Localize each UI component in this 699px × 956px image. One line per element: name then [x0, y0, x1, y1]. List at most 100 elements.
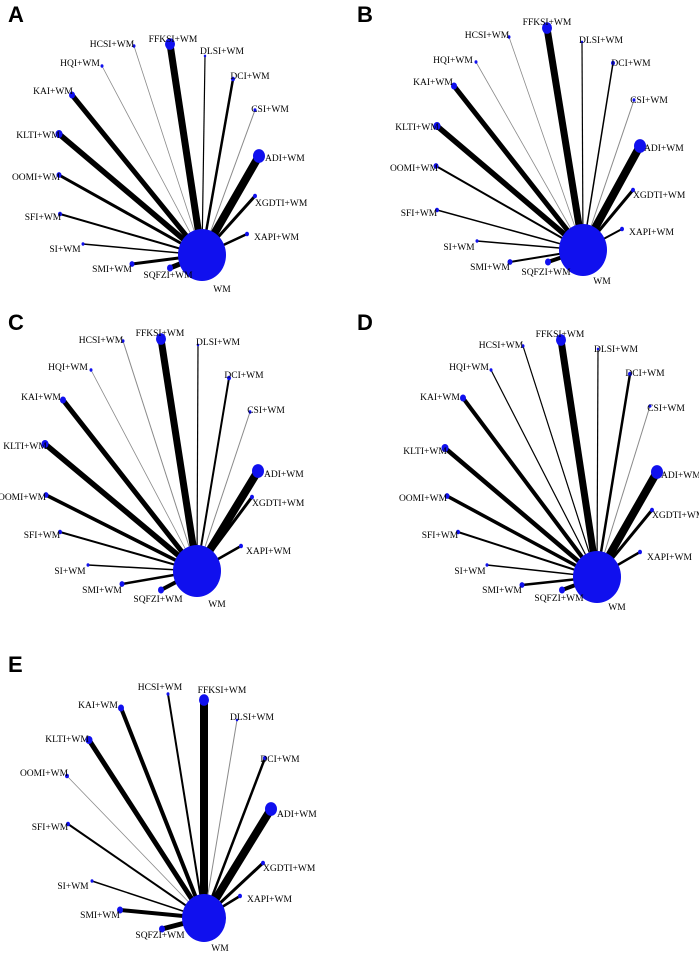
node-label: FFKSI+WM: [149, 35, 198, 45]
edge: [582, 62, 614, 251]
edge: [557, 339, 601, 578]
edge: [119, 707, 206, 919]
edge: [490, 369, 598, 578]
node-label: XGDTI+WM: [652, 511, 699, 521]
node: [444, 493, 450, 499]
node-label: KLTI+WM: [45, 735, 89, 745]
node: [58, 211, 62, 217]
node-label: XGDTI+WM: [255, 199, 308, 209]
edge: [196, 377, 230, 572]
node: [238, 893, 242, 899]
node: [253, 193, 257, 199]
nodes: [55, 38, 265, 272]
edge: [70, 93, 204, 257]
node: [485, 563, 489, 567]
node-label: DLSI+WM: [579, 36, 623, 46]
node-label: KAI+WM: [21, 393, 61, 403]
node-label: KLTI+WM: [3, 442, 47, 452]
node: [227, 375, 231, 381]
node: [69, 91, 75, 99]
node: [41, 439, 49, 449]
node-label: SQFZI+WM: [133, 595, 183, 605]
node-label: DLSI+WM: [594, 345, 638, 355]
edge: [435, 165, 584, 251]
node-label: HCSI+WM: [479, 341, 524, 351]
edge: [543, 27, 587, 251]
node-label: ADI+WM: [661, 471, 699, 481]
node: [252, 464, 264, 478]
node: [441, 443, 449, 453]
node: [580, 40, 584, 44]
node-label: HQI+WM: [60, 59, 100, 69]
edge: [203, 719, 238, 919]
nodes: [65, 692, 277, 933]
network-graph: FFKSI+WMHCSI+WMDLSI+WMHQI+WMDCI+WMKAI+WM…: [12, 35, 308, 295]
node-label: HCSI+WM: [465, 31, 510, 41]
edge: [582, 99, 635, 251]
edge: [90, 369, 198, 572]
node-label: DCI+WM: [625, 369, 665, 379]
node: [556, 334, 566, 346]
node: [43, 492, 49, 498]
node-label: SFI+WM: [24, 531, 61, 541]
node: [81, 242, 85, 246]
edge: [59, 213, 203, 256]
node-label: OOMI+WM: [390, 164, 439, 174]
node-label: XGDTI+WM: [633, 191, 686, 201]
nodes: [41, 333, 264, 594]
node-label: DCI+WM: [260, 755, 300, 765]
node-label: SFI+WM: [32, 823, 69, 833]
edge: [66, 775, 205, 919]
node-label: XAPI+WM: [254, 233, 299, 243]
node: [165, 38, 175, 50]
node-label: OOMI+WM: [20, 769, 69, 779]
node: [651, 465, 663, 479]
node-label: ADI+WM: [277, 810, 317, 820]
edge: [596, 405, 651, 578]
node-label: DCI+WM: [611, 59, 651, 69]
node: [129, 261, 135, 267]
panel-letter: E: [8, 652, 23, 677]
node-label: FFKSI+WM: [136, 329, 185, 339]
node: [117, 906, 123, 914]
node: [265, 802, 277, 816]
node-label: SFI+WM: [422, 531, 459, 541]
node: [65, 773, 69, 779]
node-label: FFKSI+WM: [198, 686, 247, 696]
node-label: DCI+WM: [224, 371, 264, 381]
hub-node-wm: [173, 545, 221, 597]
node-label: HQI+WM: [449, 363, 489, 373]
node: [89, 368, 93, 372]
edge: [133, 45, 203, 256]
node-label: SQFZI+WM: [143, 271, 193, 281]
node: [166, 692, 170, 696]
node-label: SI+WM: [54, 567, 86, 577]
edge: [166, 43, 206, 256]
node: [542, 22, 552, 34]
node-label: OOMI+WM: [12, 173, 61, 183]
node-label: HQI+WM: [433, 56, 473, 66]
node: [56, 172, 62, 178]
node-label: SMI+WM: [482, 586, 522, 596]
node: [460, 394, 466, 402]
hub-node-wm: [573, 551, 621, 603]
node: [521, 344, 525, 348]
node-label: KLTI+WM: [16, 131, 60, 141]
node-label: SI+WM: [49, 245, 81, 255]
node: [253, 108, 257, 112]
node-label: DCI+WM: [230, 72, 270, 82]
node: [648, 404, 652, 408]
panel-letter: A: [8, 2, 24, 27]
node: [545, 258, 551, 266]
node: [199, 694, 209, 706]
edge: [201, 55, 206, 256]
node: [263, 755, 267, 761]
node: [650, 507, 654, 513]
edge: [581, 41, 584, 251]
